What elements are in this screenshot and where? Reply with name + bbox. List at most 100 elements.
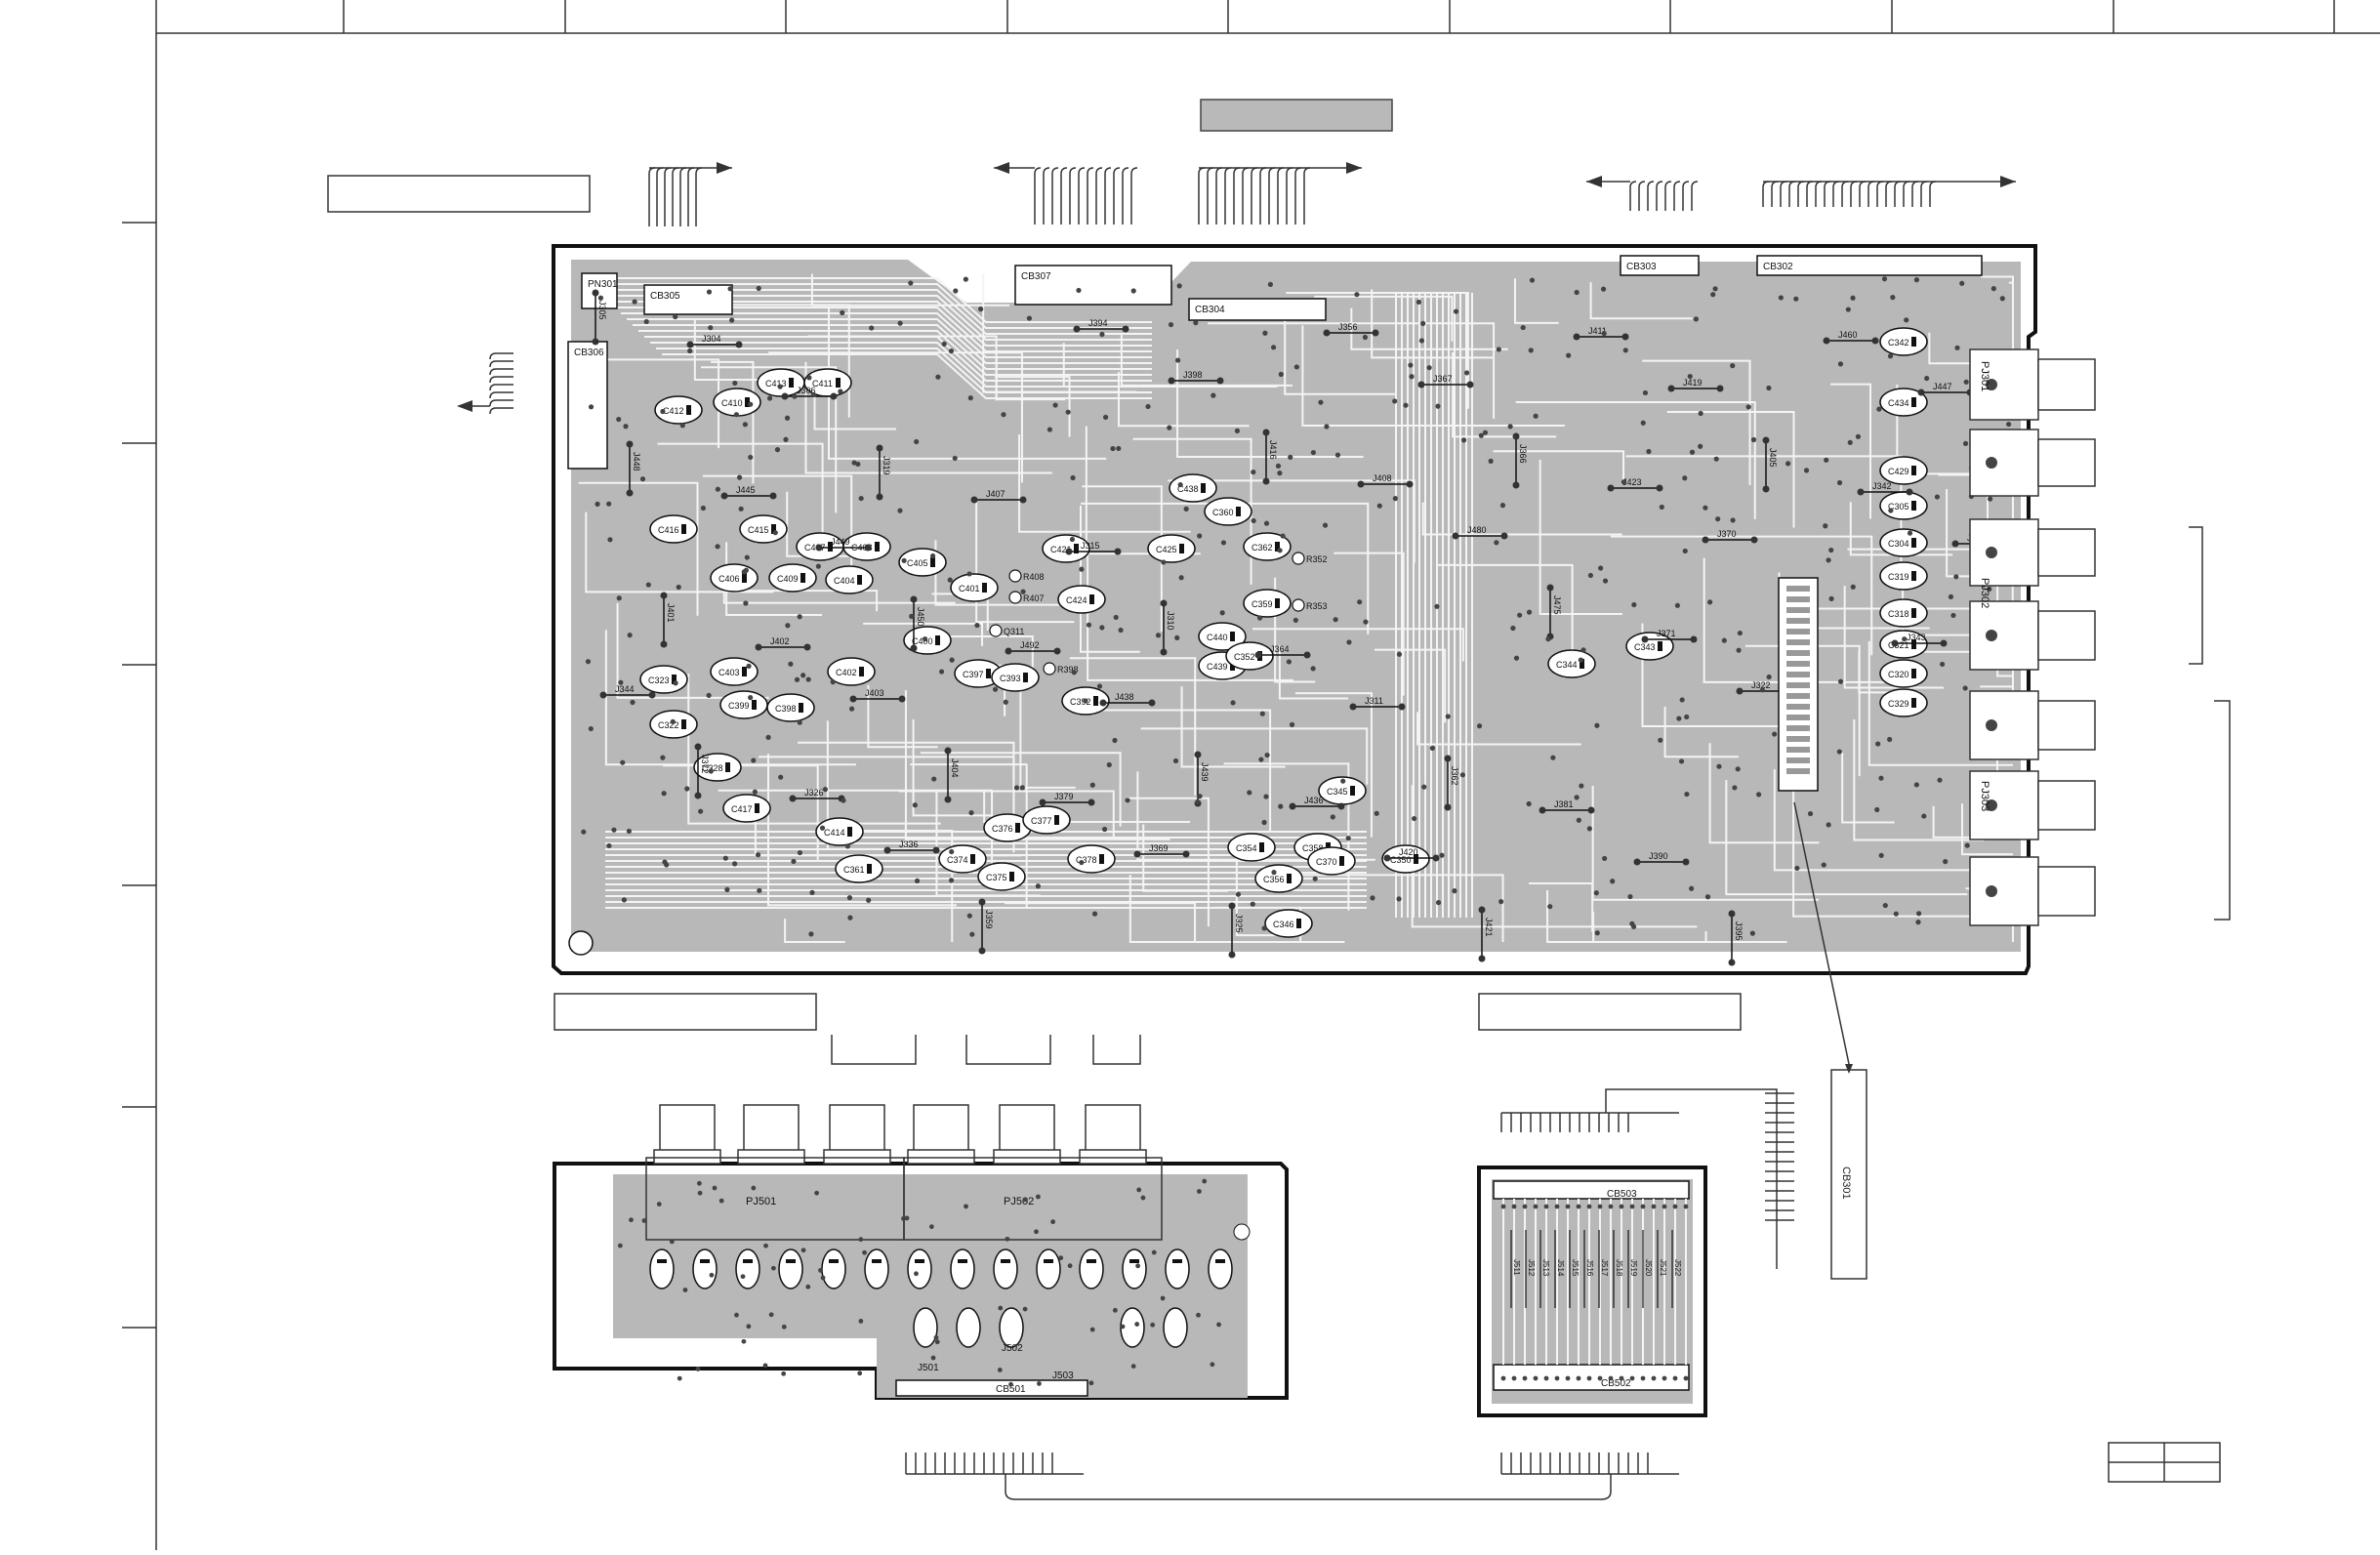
via: [732, 861, 738, 867]
jumper-label: J408: [1373, 473, 1392, 483]
capacitor-label: C376: [992, 824, 1013, 834]
via: [840, 309, 845, 315]
via: [1211, 392, 1216, 398]
jumper-label: J405: [1768, 448, 1778, 468]
capacitor: C305: [1879, 491, 1928, 520]
via: [1020, 589, 1026, 594]
via: [1904, 317, 1909, 323]
via: [1130, 288, 1136, 294]
jumper-label: J395: [1734, 921, 1744, 941]
jumper-label: J344: [615, 684, 635, 694]
jumper: J343: [1891, 633, 1948, 647]
capacitor: [1122, 1248, 1147, 1289]
jumper: J492: [1005, 640, 1061, 655]
jumper-label: J390: [1649, 851, 1668, 861]
capacitor: C352: [1225, 641, 1274, 671]
via: [581, 829, 587, 835]
jumper-label: J420: [1399, 847, 1418, 857]
capacitor: C410: [713, 388, 761, 417]
capacitor-label: C415: [748, 525, 769, 535]
via: [1907, 530, 1913, 536]
via: [1517, 612, 1523, 618]
via: [1576, 817, 1581, 823]
via: [1837, 361, 1844, 367]
via: [1987, 586, 1992, 593]
connector-label: CB305: [650, 291, 680, 302]
via: [1310, 666, 1316, 672]
via: [1793, 296, 1799, 302]
via: [1453, 308, 1459, 314]
via: [757, 887, 762, 893]
capacitor-label: C342: [1888, 338, 1909, 348]
via: [1913, 782, 1919, 788]
capacitor-label: C439: [1207, 662, 1228, 672]
jumper-label: J512: [1527, 1259, 1536, 1277]
via: [1735, 766, 1741, 772]
via: [756, 285, 761, 291]
jumper-label: J401: [666, 603, 676, 623]
via: [1460, 437, 1467, 443]
jumper: J371: [1641, 629, 1698, 643]
via: [660, 408, 666, 415]
jumper-label: J421: [1484, 918, 1494, 937]
jumper-label: J520: [1644, 1259, 1653, 1277]
via: [661, 791, 667, 797]
via: [1439, 852, 1445, 858]
jumper-label: J342: [1872, 481, 1892, 491]
part: R398: [1043, 662, 1079, 675]
via: [809, 889, 815, 895]
via: [1698, 443, 1703, 449]
via: [1333, 617, 1338, 623]
via: [1934, 494, 1941, 500]
via: [1587, 572, 1594, 579]
jumper: J403: [849, 688, 906, 703]
via: [1197, 533, 1203, 539]
via: [1600, 286, 1607, 292]
via: [774, 447, 781, 453]
via: [766, 395, 773, 401]
capacitor-label: C407: [804, 543, 826, 552]
via: [1510, 625, 1516, 632]
via: [1310, 449, 1316, 456]
via: [1476, 723, 1483, 729]
mounting-hole: [568, 930, 594, 956]
capacitor: C323: [639, 665, 688, 694]
via: [1278, 803, 1284, 809]
capacitor-label: C414: [824, 828, 845, 838]
capacitor-label: C410: [721, 398, 743, 408]
jumper: J402: [755, 636, 811, 651]
capacitor: C359: [1243, 589, 1292, 618]
capacitor-label: C440: [1207, 633, 1228, 642]
capacitor: C322: [649, 710, 698, 739]
via: [1247, 790, 1252, 796]
jumper: J445: [720, 485, 777, 500]
part-label: R353: [1306, 601, 1328, 611]
jumper: J408: [1357, 473, 1414, 488]
via: [1693, 316, 1699, 322]
capacitor: C370: [1307, 846, 1356, 876]
via: [1251, 517, 1256, 524]
via: [778, 774, 784, 780]
via: [1658, 737, 1663, 743]
via: [922, 636, 928, 642]
via: [1263, 520, 1270, 526]
via: [742, 422, 748, 428]
via: [1824, 457, 1829, 463]
capacitor: C393: [991, 663, 1040, 692]
via: [1267, 281, 1274, 287]
jumper-label: J362: [1450, 766, 1459, 786]
jumper: J319: [876, 444, 891, 501]
capacitor-label: C362: [1252, 543, 1273, 552]
via: [1435, 900, 1442, 906]
via: [838, 389, 843, 394]
via: [1962, 440, 1969, 446]
via: [966, 571, 972, 577]
via: [1602, 855, 1608, 862]
capacitor: C398: [766, 693, 815, 722]
via: [1529, 277, 1536, 283]
via: [630, 699, 636, 706]
capacitor: C378: [1067, 844, 1116, 874]
via: [1878, 775, 1884, 781]
capacitor-label: C400: [912, 636, 933, 646]
via: [1855, 433, 1862, 439]
